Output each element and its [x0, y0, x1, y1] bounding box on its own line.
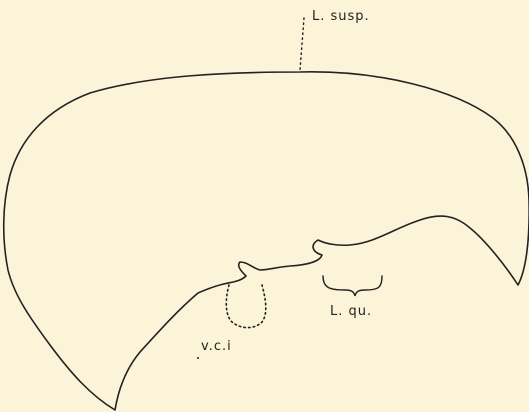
quadrate-lobe-label: L. qu. — [330, 304, 372, 319]
vena-cava-outline — [226, 285, 265, 328]
organ-outline — [4, 72, 529, 410]
vena-cava-label: v.c.i — [201, 339, 232, 354]
suspensory-ligament-label: L. susp. — [312, 9, 370, 24]
suspensory-leader — [300, 18, 304, 70]
vena-cava-dot — [197, 357, 199, 359]
quadrate-bracket — [323, 276, 382, 296]
